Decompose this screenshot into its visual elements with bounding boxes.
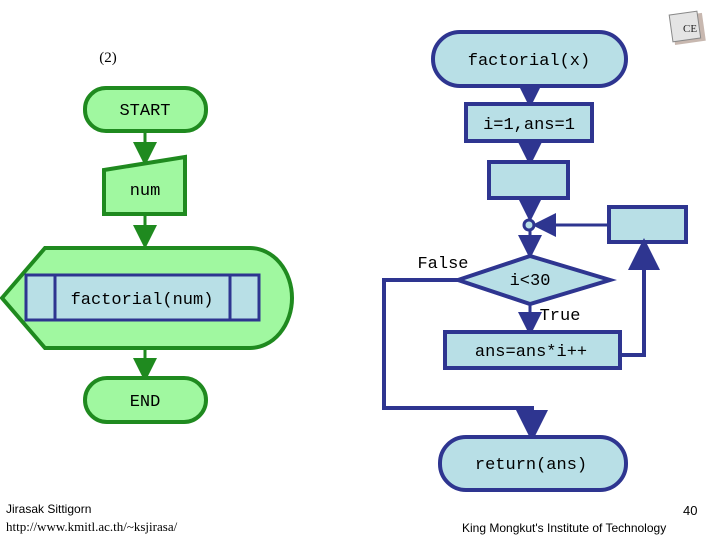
figure-label: (2)	[99, 50, 117, 66]
true-label: True	[540, 307, 581, 326]
false-branch-arrow	[382, 278, 548, 442]
input-shape	[102, 154, 187, 216]
author-url[interactable]: http://www.kmitl.ac.th/~ksjirasa/	[6, 519, 178, 534]
call-text: factorial(num)	[71, 291, 214, 310]
condition-text: i<30	[510, 272, 551, 291]
entry-text: factorial(x)	[468, 52, 590, 71]
ce-logo-icon: CE	[668, 10, 706, 45]
empty-box-right	[607, 205, 688, 244]
author: Jirasak Sittigorn	[6, 502, 92, 516]
loop-back-arrow	[620, 238, 660, 357]
false-label: False	[417, 255, 468, 274]
body-box	[443, 330, 622, 370]
page-number: 40	[683, 503, 698, 518]
return-text: return(ans)	[475, 456, 587, 475]
start-text: START	[119, 102, 170, 121]
end-terminal	[83, 376, 208, 424]
init-text: i=1,ans=1	[483, 116, 575, 135]
return-terminal	[438, 435, 628, 492]
empty-box	[487, 160, 570, 200]
connector	[522, 218, 536, 232]
predefined-process	[24, 273, 261, 322]
end-text: END	[130, 393, 161, 412]
body-text: ans=ans*i++	[475, 343, 587, 362]
institute-name: King Mongkut's Institute of Technology	[462, 521, 667, 535]
decision-diamond	[451, 253, 617, 307]
input-text: num	[130, 182, 161, 201]
svg-text:CE: CE	[683, 23, 697, 35]
